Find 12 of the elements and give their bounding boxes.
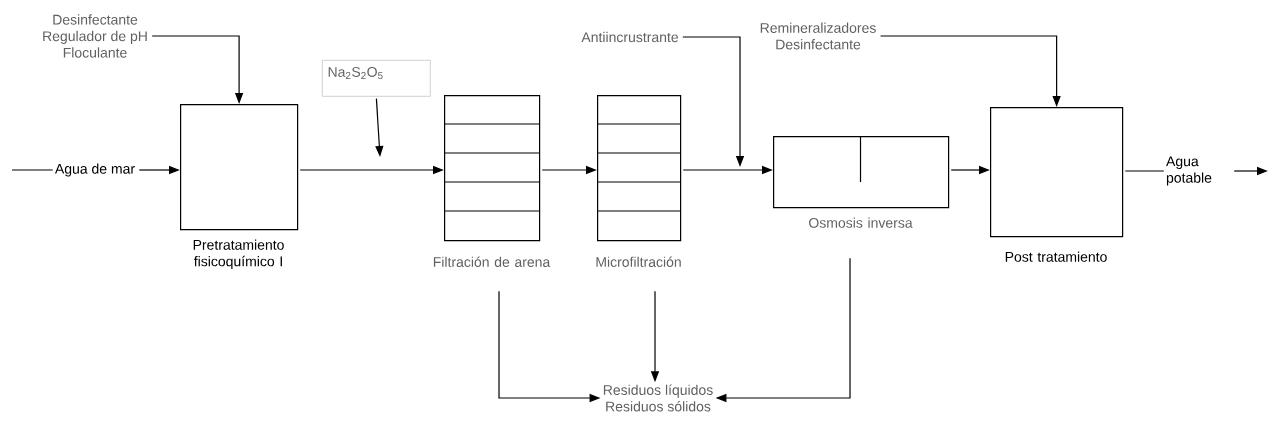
flow-label: Agua potable [1166,156,1212,186]
unit-label: Filtración de arena [433,256,551,267]
unit-label: Post tratamiento [1005,251,1107,262]
flow-label: Residuos líquidos Residuos sólidos [603,384,713,412]
flow-label: Desinfectante Regulador de pH Floculante [43,14,147,58]
unit-label: Microfiltración [596,256,681,267]
flow-label: Agua de mar [54,163,135,177]
flow-label: Antiincrustrante [581,31,678,43]
unit-label: Osmosis inversa [809,217,913,228]
flow-label: Remineralizadores Desinfectante [760,22,876,50]
unit-label: Pretratamiento fisicoquímico I [193,239,284,270]
chemical-box: Na$_{2}$S$_{2}$O$_{5}$ [322,60,431,97]
